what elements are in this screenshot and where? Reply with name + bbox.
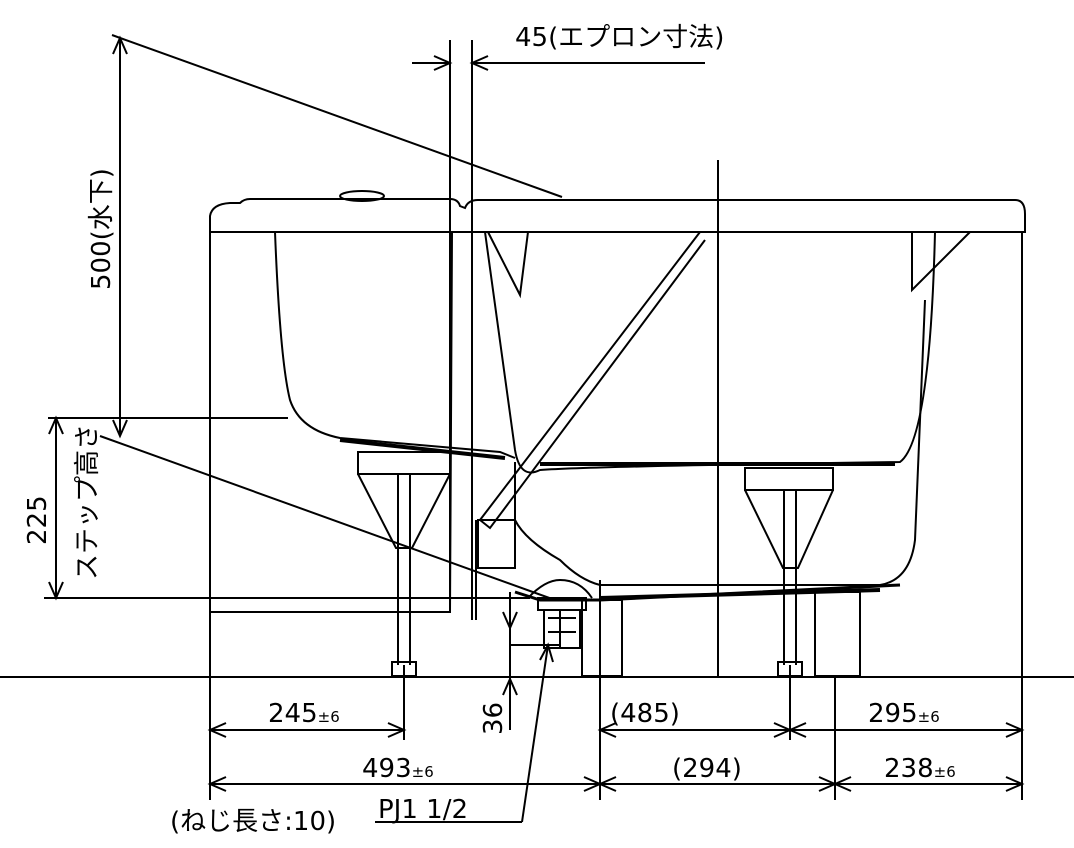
dim-238-label: 238±6 xyxy=(884,754,956,784)
dim-245-label: 245±6 xyxy=(268,699,340,729)
dim-294-label: (294) xyxy=(672,754,742,784)
apron-dimension-label: 45(エプロン寸法) xyxy=(515,23,724,53)
right-support xyxy=(814,591,861,677)
dim-485-label: (485) xyxy=(610,699,680,729)
dim-295-label: 295±6 xyxy=(868,699,940,729)
left-leg-head xyxy=(357,451,451,475)
tub-body xyxy=(484,231,936,474)
pipe-thread-label: PJ1 1/2 xyxy=(378,795,468,825)
step-height-value: 225 xyxy=(23,495,53,545)
step-height-label: ステップ高さ xyxy=(73,424,103,580)
center-support xyxy=(581,599,623,677)
drain-trap xyxy=(527,578,593,649)
dim-36-label: 36 xyxy=(479,702,509,735)
tub-rim xyxy=(209,198,1026,233)
right-leg-head xyxy=(744,467,834,491)
step-bowl xyxy=(274,231,516,459)
thread-length-label: (ねじ長さ:10) xyxy=(170,807,336,837)
overflow-fitting xyxy=(339,190,385,202)
water-depth-label: 500(水下) xyxy=(87,168,117,290)
dim-493-label: 493±6 xyxy=(362,754,434,784)
